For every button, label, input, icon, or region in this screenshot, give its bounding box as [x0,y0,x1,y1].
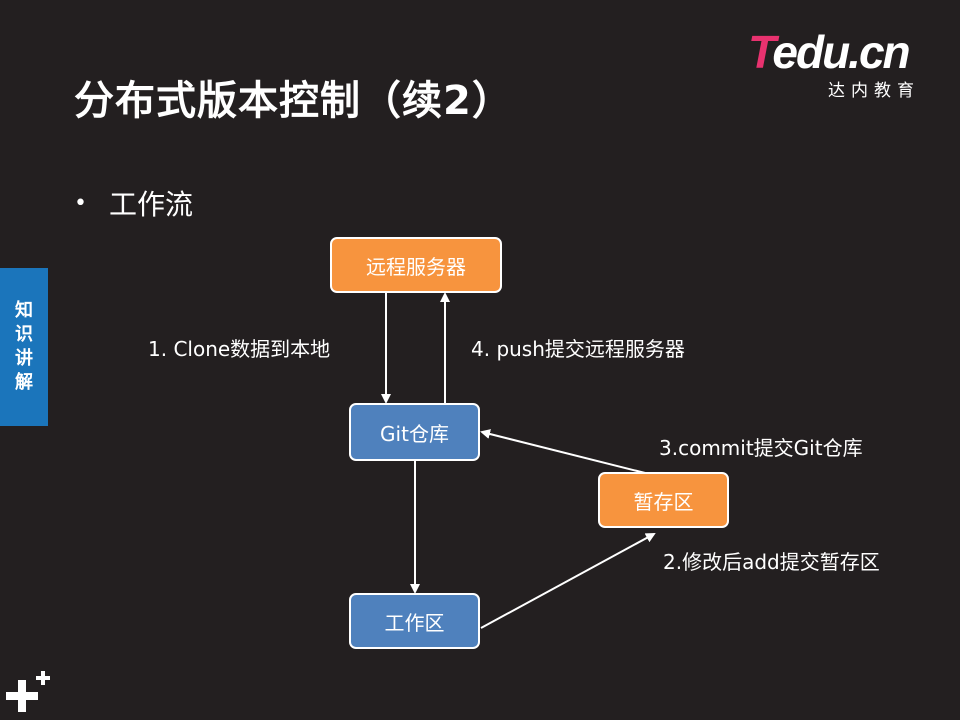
edge-label-push: 4. push提交远程服务器 [471,337,685,361]
side-tab-char: 讲 [15,348,33,369]
arrow-commit [480,429,658,477]
logo-subtitle: 达内教育 [828,81,920,101]
node-workspace-label: 工作区 [384,610,445,635]
side-tab-char: 知 [15,300,33,321]
tedu-logo: Tedu.cn 达内教育 [748,26,938,101]
node-git-repo: Git仓库 [349,403,480,461]
bullet-item: • 工作流 [74,183,193,223]
edge-label-clone: 1. Clone数据到本地 [148,337,331,361]
plus-decoration-icon [6,671,50,712]
node-remote-server: 远程服务器 [330,237,502,293]
side-tab-knowledge: 知 识 讲 解 [0,268,48,426]
logo-wordmark: Tedu.cn [748,26,911,78]
bullet-dot-icon: • [74,190,87,216]
node-remote-server-label: 远程服务器 [366,254,466,279]
node-staging: 暂存区 [598,472,729,528]
bullet-text: 工作流 [108,188,193,221]
arrow-add [480,533,656,629]
edge-label-commit: 3.commit提交Git仓库 [659,436,863,460]
side-tab-char: 解 [15,372,33,393]
node-staging-label: 暂存区 [633,489,694,514]
node-git-repo-label: Git仓库 [380,421,449,446]
slide-title: 分布式版本控制（续2） [74,78,513,124]
side-tab-char: 识 [15,324,33,345]
node-workspace: 工作区 [349,593,480,649]
edge-label-add: 2.修改后add提交暂存区 [663,550,880,574]
